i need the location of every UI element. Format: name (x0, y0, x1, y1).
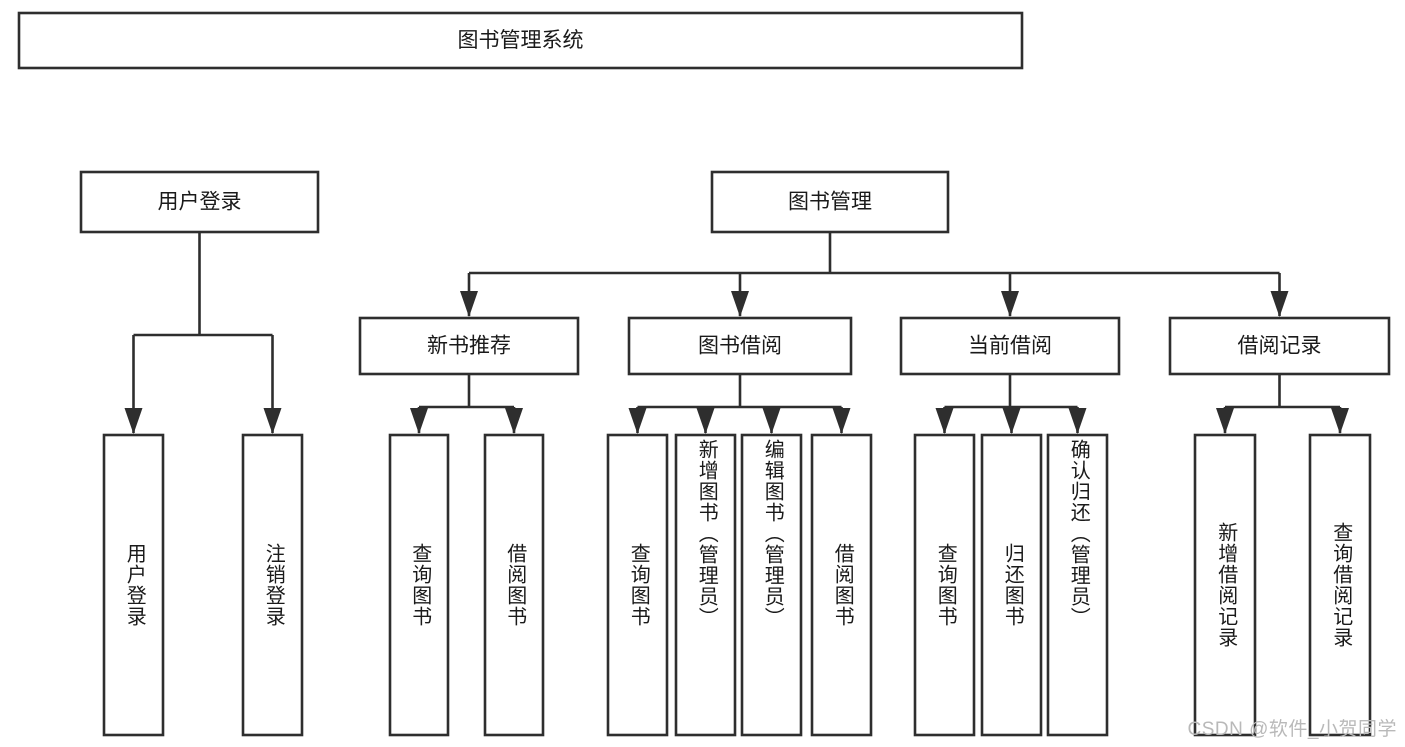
node-box-book-manage[interactable] (710, 170, 950, 234)
node-label-current-borrow: 当前借阅 (968, 335, 1052, 358)
node-box-leaf-confirm-return-admin[interactable] (1046, 433, 1109, 737)
arrow-head-icon (1331, 408, 1349, 434)
node-box-current-borrow[interactable] (899, 316, 1121, 376)
arrow-head-icon (263, 408, 282, 434)
node-box-leaf-add-book-admin[interactable] (674, 433, 737, 737)
arrow-head-icon (1270, 291, 1289, 317)
node-label-book-manage: 图书管理 (788, 191, 872, 214)
arrow-head-icon (628, 408, 647, 434)
node-box-user-login[interactable] (79, 170, 320, 234)
boxes-layer (17, 11, 1391, 737)
node-label-borrow-record: 借阅记录 (1238, 335, 1322, 358)
connectors-layer (124, 232, 1349, 434)
node-box-leaf-query-borrow-record[interactable] (1308, 433, 1372, 737)
csdn-watermark: CSDN @软件_小贺同学 (1187, 719, 1397, 740)
arrow-head-icon (124, 408, 143, 434)
node-box-book-borrow[interactable] (627, 316, 853, 376)
node-label-root: 图书管理系统 (458, 29, 584, 52)
node-box-leaf-return-book[interactable] (980, 433, 1043, 737)
arrow-head-icon (505, 408, 523, 434)
arrow-head-icon (1002, 408, 1021, 434)
node-box-leaf-logout[interactable] (241, 433, 304, 737)
node-box-root[interactable] (17, 11, 1024, 70)
arrow-head-icon (832, 408, 851, 434)
node-box-leaf-user-login[interactable] (102, 433, 165, 737)
node-box-leaf-query-book-current[interactable] (913, 433, 976, 737)
arrow-head-icon (935, 408, 954, 434)
node-box-leaf-add-borrow-record[interactable] (1193, 433, 1257, 737)
arrow-head-icon (410, 408, 428, 434)
node-box-leaf-query-book-borrow[interactable] (606, 433, 669, 737)
arrow-head-icon (460, 291, 478, 317)
node-box-borrow-record[interactable] (1168, 316, 1391, 376)
node-box-leaf-borrow-book[interactable] (810, 433, 873, 737)
arrow-head-icon (1216, 408, 1234, 434)
arrow-head-icon (762, 408, 781, 434)
arrow-head-icon (1001, 291, 1019, 317)
node-box-leaf-borrow-book-rec[interactable] (483, 433, 545, 737)
node-label-book-borrow: 图书借阅 (698, 335, 782, 358)
arrow-head-icon (1068, 408, 1087, 434)
arrow-head-icon (731, 291, 749, 317)
node-box-new-book-recommend[interactable] (358, 316, 580, 376)
node-label-new-book-recommend: 新书推荐 (427, 335, 511, 358)
node-box-leaf-query-book-rec[interactable] (388, 433, 450, 737)
node-box-leaf-edit-book-admin[interactable] (740, 433, 803, 737)
arrow-head-icon (696, 408, 715, 434)
node-label-user-login: 用户登录 (158, 191, 242, 214)
